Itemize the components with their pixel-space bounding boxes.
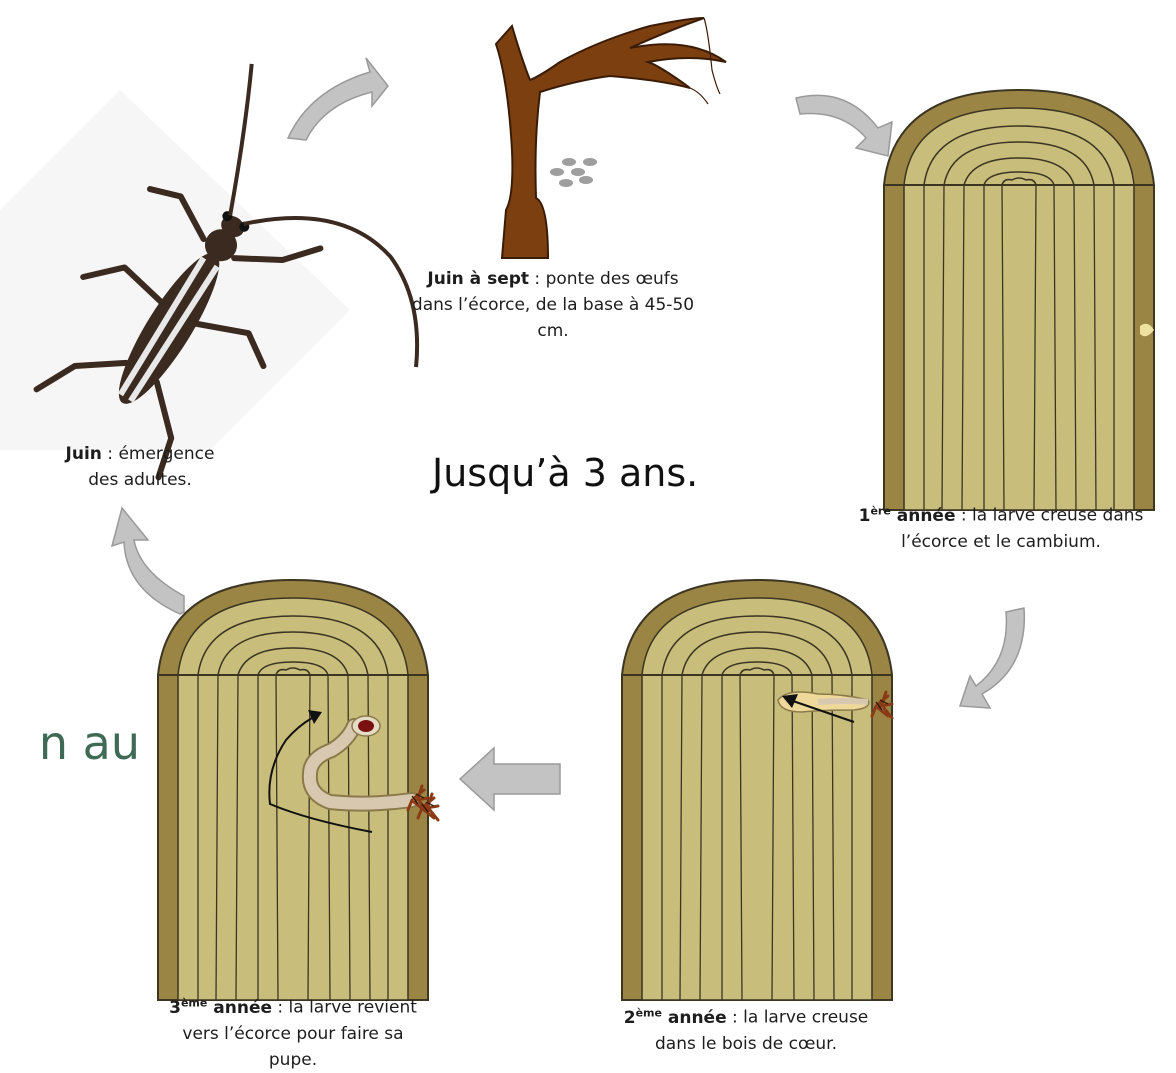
log-year3 <box>158 580 438 1000</box>
caption-egg-laying: Juin à sept : ponte des œufs dans l’écor… <box>378 266 728 344</box>
log-year2 <box>622 580 892 1000</box>
cycle-arrow-left <box>112 508 184 614</box>
caption-year2-text-2: dans le bois de cœur. <box>655 1034 837 1054</box>
egg-cluster <box>550 158 597 187</box>
caption-egg-laying-bold: Juin à sept <box>427 269 529 289</box>
caption-year3-num: 3 <box>169 998 181 1018</box>
caption-year1: 1ère année : la larve creuse dans l’écor… <box>826 498 1176 555</box>
clipped-title-fragment: n au <box>0 716 140 770</box>
caption-year1-bold: année <box>891 506 956 526</box>
caption-year3-bold: année <box>207 998 272 1018</box>
caption-year3-sup: ème <box>181 996 207 1009</box>
caption-year3: 3ème année : la larve revient vers l’éco… <box>128 990 458 1073</box>
cycle-duration-label: Jusqu’à 3 ans. <box>432 451 698 495</box>
caption-year3-text-3: pupe. <box>269 1050 317 1070</box>
caption-egg-laying-text-2: dans l’écorce, de la base à 45-50 <box>412 295 694 315</box>
cycle-arrow-bottom <box>460 748 560 810</box>
caption-egg-laying-text-1: : ponte des œufs <box>529 269 679 289</box>
cycle-arrow-top-left <box>288 58 388 140</box>
caption-year3-text-1: : la larve revient <box>272 998 417 1018</box>
caption-emergence-text-2: des adultes. <box>88 470 192 490</box>
cycle-arrow-top-right <box>796 95 892 156</box>
cycle-arrow-right <box>960 608 1024 708</box>
caption-year1-text-1: : la larve creuse dans <box>955 506 1143 526</box>
caption-year2: 2ème année : la larve creuse dans le boi… <box>586 1000 906 1057</box>
caption-emergence: Juin : émergence des adultes. <box>20 441 260 493</box>
caption-year3-text-2: vers l’écorce pour faire sa <box>182 1024 403 1044</box>
caption-year2-bold: année <box>662 1008 727 1028</box>
caption-year2-sup: ème <box>636 1006 662 1019</box>
caption-year2-num: 2 <box>624 1008 636 1028</box>
caption-emergence-text-1: : émergence <box>102 444 215 464</box>
caption-year1-sup: ère <box>870 504 890 517</box>
caption-year2-text-1: : la larve creuse <box>727 1008 869 1028</box>
log-year1 <box>884 90 1154 510</box>
caption-emergence-bold: Juin <box>66 444 102 464</box>
tree-illustration <box>496 18 726 258</box>
caption-year1-text-2: l’écorce et le cambium. <box>901 532 1101 552</box>
caption-year1-num: 1 <box>859 506 871 526</box>
caption-egg-laying-text-3: cm. <box>537 321 568 341</box>
